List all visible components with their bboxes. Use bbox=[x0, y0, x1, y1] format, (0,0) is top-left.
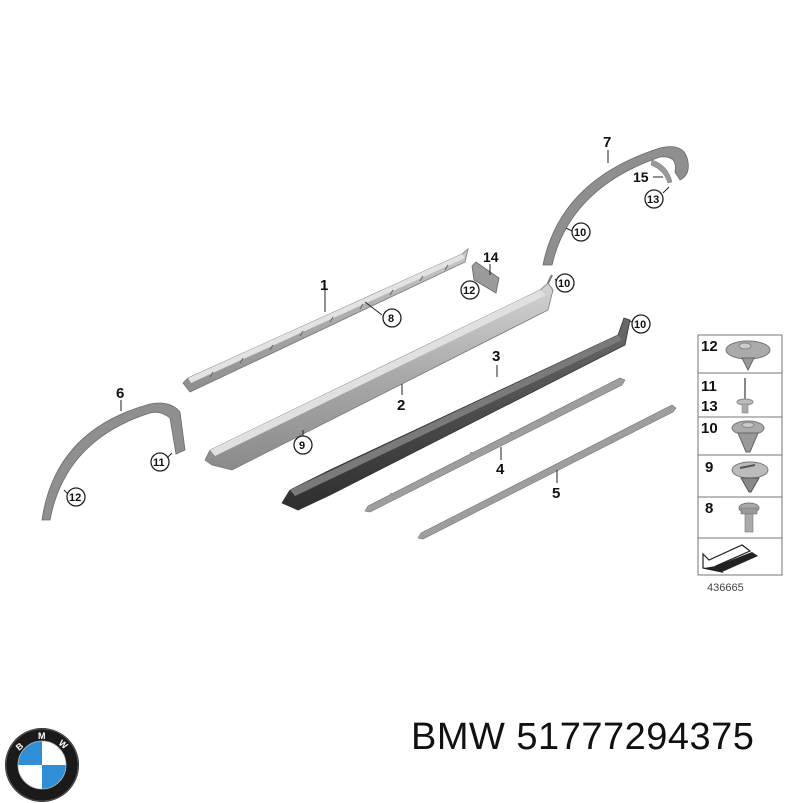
label-4: 4 bbox=[496, 461, 505, 478]
callout-12-bracket: 12 bbox=[463, 285, 475, 297]
direction-arrow-icon bbox=[702, 544, 758, 574]
callout-10-skirt: 10 bbox=[558, 278, 570, 290]
legend-num-8: 8 bbox=[705, 500, 713, 517]
legend-num-12: 12 bbox=[701, 338, 718, 355]
callout-10-trim: 10 bbox=[634, 319, 646, 331]
part-14-bracket: 14 12 bbox=[460, 249, 500, 300]
label-1: 1 bbox=[320, 277, 328, 294]
legend-row-8: 8 bbox=[705, 500, 760, 533]
legend-row-12: 12 bbox=[701, 338, 771, 372]
legend-row-11-13: 11 13 bbox=[701, 378, 754, 415]
label-15: 15 bbox=[633, 169, 649, 185]
part-4-strip: 4 bbox=[364, 377, 626, 513]
legend-row-10: 10 bbox=[701, 420, 765, 453]
label-3: 3 bbox=[492, 348, 500, 365]
part-5-strip: 5 bbox=[417, 404, 677, 540]
legend-row-9: 9 bbox=[705, 459, 769, 493]
part-1-rail: 1 8 bbox=[182, 247, 469, 393]
label-7: 7 bbox=[603, 134, 611, 151]
label-2: 2 bbox=[397, 397, 405, 414]
part-7-rear-arch: 7 15 13 10 bbox=[542, 134, 689, 266]
legend-num-13: 13 bbox=[701, 398, 718, 415]
callout-10-arch: 10 bbox=[574, 227, 586, 239]
part-3-lower-trim: 3 10 bbox=[281, 314, 651, 511]
legend-num-9: 9 bbox=[705, 459, 713, 476]
callout-9: 9 bbox=[299, 440, 305, 452]
fastener-legend: 12 11 13 10 9 8 bbox=[697, 334, 783, 576]
callout-11: 11 bbox=[153, 457, 165, 469]
label-5: 5 bbox=[552, 485, 560, 502]
label-14: 14 bbox=[483, 249, 499, 265]
bmw-logo-letter-m: M bbox=[38, 731, 46, 741]
part-2-side-skirt: 2 9 10 bbox=[204, 273, 575, 471]
legend-num-11: 11 bbox=[701, 378, 717, 395]
callout-12-arch: 12 bbox=[69, 492, 81, 504]
bmw-logo-letter-b: B bbox=[14, 740, 26, 752]
part-6-front-arch: 6 11 12 bbox=[41, 385, 186, 521]
callout-8: 8 bbox=[388, 313, 394, 325]
diagram-number: 436665 bbox=[707, 582, 744, 594]
callout-13: 13 bbox=[647, 194, 659, 206]
legend-num-10: 10 bbox=[701, 420, 718, 437]
part-number-label: BMW 51777294375 bbox=[411, 716, 755, 758]
label-6: 6 bbox=[116, 385, 124, 402]
bmw-logo-icon: B M W bbox=[5, 728, 79, 802]
